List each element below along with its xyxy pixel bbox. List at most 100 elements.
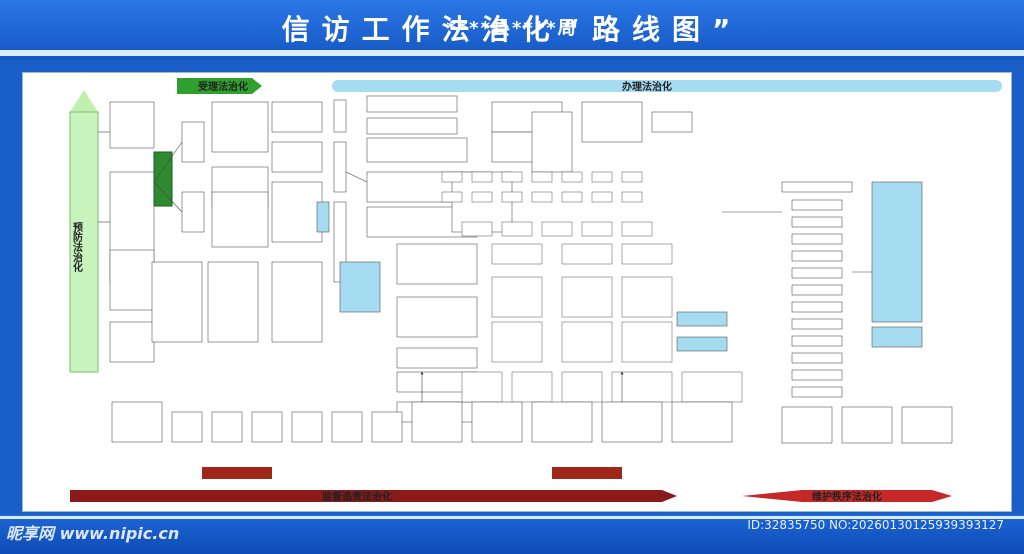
row-3	[366, 137, 468, 163]
footer-bar	[0, 514, 1024, 554]
proc-12	[791, 386, 843, 398]
proc-1	[791, 199, 843, 211]
accept-box-8	[271, 101, 323, 133]
accept-box-10	[271, 181, 323, 243]
proc-10	[791, 352, 843, 364]
header-bar	[0, 0, 1024, 60]
sup-box-3	[211, 411, 243, 443]
proc-9	[791, 335, 843, 347]
header-stripe	[0, 50, 1024, 56]
sup-box-9	[471, 401, 523, 443]
chain-26	[491, 321, 543, 363]
proc-7	[791, 301, 843, 313]
chain-29	[461, 371, 503, 403]
blue-node-1	[339, 261, 381, 313]
watermark-left: 昵享网 www.nipic.cn	[6, 524, 180, 543]
prevent-box-1	[109, 101, 155, 149]
chain-12	[561, 191, 583, 203]
supervise-tag-2	[552, 467, 622, 479]
sup-box-1	[111, 401, 163, 443]
accept-header	[177, 78, 262, 94]
sup-box-7	[371, 411, 403, 443]
accept-node	[153, 151, 173, 207]
chain-4	[531, 171, 553, 183]
chain-1	[441, 171, 463, 183]
proc-6	[791, 284, 843, 296]
order-box-1	[781, 406, 833, 444]
row-7	[396, 296, 478, 338]
accept-box-6	[151, 261, 203, 343]
chain-32	[611, 371, 673, 403]
proc-bottom-blue	[871, 326, 923, 348]
row-1	[366, 95, 458, 113]
prevent-arrow	[70, 90, 98, 112]
chain-5	[561, 171, 583, 183]
sup-box-6	[331, 411, 363, 443]
sup-box-8	[411, 401, 463, 443]
proc-11	[791, 369, 843, 381]
proc-top	[781, 181, 853, 193]
chain-31	[561, 371, 603, 403]
chain-2	[471, 171, 493, 183]
sup-box-2	[171, 411, 203, 443]
order-box-3	[901, 406, 953, 444]
sup-box-5	[291, 411, 323, 443]
row-15	[581, 101, 643, 143]
row-6	[396, 243, 478, 285]
proc-8	[791, 318, 843, 330]
footer-line	[0, 516, 1024, 519]
proc-5	[791, 267, 843, 279]
chain-10	[501, 191, 523, 203]
order-banner	[742, 490, 952, 502]
prevent-bar	[69, 111, 99, 373]
chain-28	[621, 321, 673, 363]
handle-header	[332, 80, 1002, 92]
accept-box-9	[271, 141, 323, 173]
chain-14	[621, 191, 643, 203]
chain-8	[441, 191, 463, 203]
chain-22	[621, 243, 673, 265]
row-14	[531, 111, 573, 173]
prevent-box-4	[109, 321, 155, 363]
watermark-right: ID:32835750 NO:20260130125939393127	[747, 518, 1004, 532]
accept-box-1	[181, 121, 205, 163]
page-title: 信访工作法治化“路线图”	[281, 13, 743, 46]
sup-box-4	[251, 411, 283, 443]
handle-left-2	[333, 141, 347, 193]
supervise-banner	[70, 490, 677, 502]
handle-label: 办理法治化	[622, 80, 672, 93]
connector-4	[153, 181, 183, 213]
chain-30	[511, 371, 553, 403]
accept-box-7	[207, 261, 259, 343]
proc-3	[791, 233, 843, 245]
supervise-tag-1	[202, 467, 272, 479]
chain-11	[531, 191, 553, 203]
accept-box-11	[271, 261, 323, 343]
sup-box-12	[671, 401, 733, 443]
accept-box-3	[211, 101, 269, 153]
chain-23	[491, 276, 543, 318]
chain-6	[591, 171, 613, 183]
blue-node-2	[676, 311, 728, 327]
connector-5	[345, 171, 368, 183]
handle-left-1	[333, 99, 347, 133]
chain-21	[561, 243, 613, 265]
chain-25	[621, 276, 673, 318]
order-box-2	[841, 406, 893, 444]
accept-label: 受理法治化	[198, 80, 248, 93]
row-8	[396, 347, 478, 369]
footer-org: ****县****局	[446, 18, 578, 39]
proc-big-blue	[871, 181, 923, 323]
proc-4	[791, 250, 843, 262]
row-2	[366, 117, 458, 135]
chain-13	[591, 191, 613, 203]
accept-box-2	[181, 191, 205, 233]
chain-17	[541, 221, 573, 237]
sup-box-10	[531, 401, 593, 443]
order-label: 维护秩序法治化	[812, 490, 882, 503]
chain-33	[681, 371, 743, 403]
supervise-label: 监督追责法治化	[322, 490, 392, 503]
sup-box-11	[601, 401, 663, 443]
row-16	[651, 111, 693, 133]
prevent-label: 预防法治化	[71, 222, 83, 273]
